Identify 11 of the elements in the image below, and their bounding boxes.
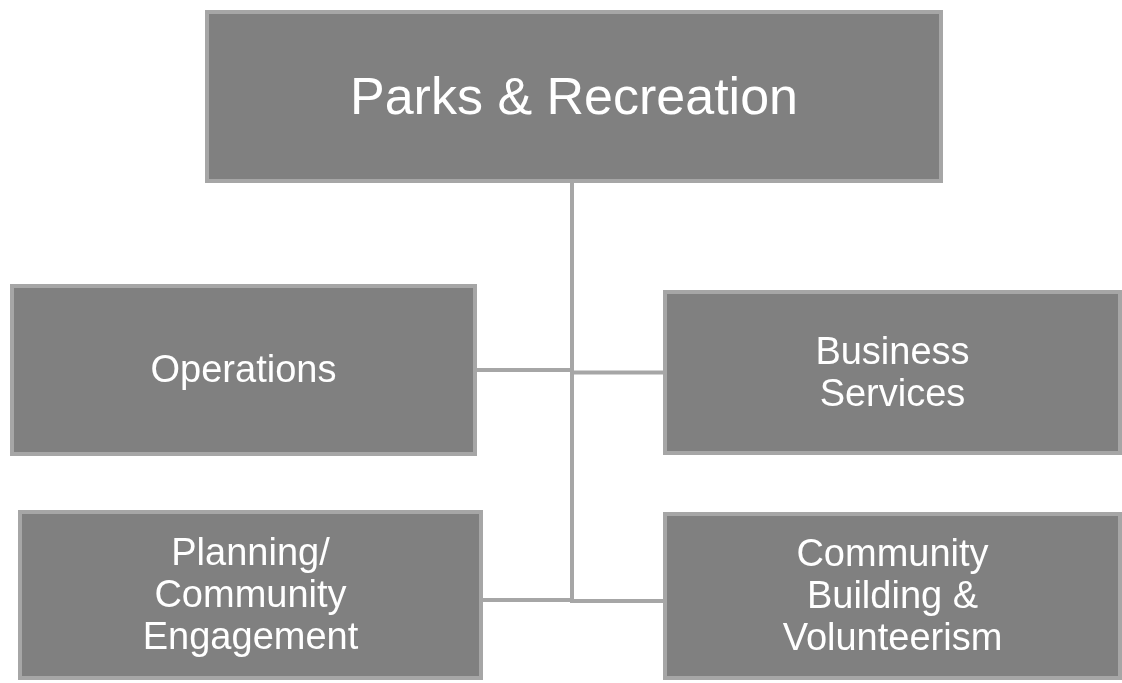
org-unit-box bbox=[205, 10, 943, 183]
org-unit-box bbox=[663, 512, 1122, 680]
unit-name: Parks & Recreation bbox=[350, 67, 798, 126]
unit-name: Business Services bbox=[814, 330, 971, 415]
org-unit-box bbox=[18, 510, 483, 680]
unit-name: Planning/ Community Engagement bbox=[141, 532, 360, 658]
unit-name: Community Building & Volunteerism bbox=[781, 533, 1004, 659]
org-unit-box bbox=[10, 284, 477, 456]
org-unit-box bbox=[663, 290, 1122, 455]
connector-line bbox=[570, 183, 663, 603]
unit-name: Operations bbox=[150, 349, 337, 391]
